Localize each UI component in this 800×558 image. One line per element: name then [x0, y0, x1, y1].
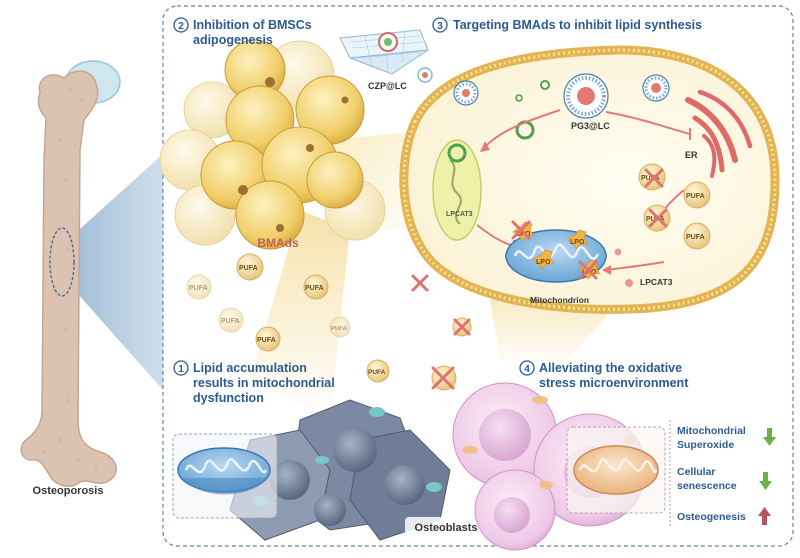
pufa-bubbles [186, 163, 711, 391]
heading-1-line1: Lipid accumulation [193, 361, 307, 375]
svg-text:PUFA: PUFA [239, 265, 258, 272]
pg3-lc-label: PG3@LC [571, 121, 610, 131]
small-dot [614, 248, 622, 256]
heading-4-line1: Alleviating the oxidative [539, 361, 682, 375]
svg-text:PUFA: PUFA [686, 193, 705, 200]
svg-text:PUFA: PUFA [368, 369, 386, 376]
svg-text:PUFA: PUFA [257, 337, 276, 344]
svg-text:LPO: LPO [536, 259, 551, 266]
osteoporosis-label: Osteoporosis [33, 485, 104, 497]
czp-lc-label: CZP@LC [368, 81, 407, 91]
osteoblasts-label-bg [405, 517, 487, 537]
svg-text:senescence: senescence [677, 480, 737, 492]
light-ray-down [250, 210, 350, 420]
svg-text:PUFA: PUFA [189, 285, 208, 292]
heading-4-number: 4 [524, 364, 530, 375]
heading-4: 4 Alleviating the oxidative stress micro… [519, 360, 689, 390]
adipocyte-cell [399, 45, 780, 314]
inhibition-x-marks [411, 168, 668, 390]
heading-2: 2 Inhibition of BMSCs adipogenesis [173, 17, 312, 47]
heading-1-line3: dysfunction [193, 391, 264, 405]
endoplasmic-reticulum [685, 89, 753, 178]
bmads-fat-cluster [159, 39, 386, 250]
svg-text:PUFA: PUFA [221, 318, 240, 325]
svg-text:Mitochondrial: Mitochondrial [677, 425, 746, 437]
svg-text:LPO: LPO [570, 239, 585, 246]
lpcat3-dot [625, 279, 633, 287]
svg-text:Cellular: Cellular [677, 466, 716, 478]
down-arrow-icon [759, 472, 772, 490]
heading-1-number: 1 [178, 364, 184, 375]
outcome-senescence: Cellular senescence [677, 466, 772, 492]
svg-text:PUFA: PUFA [641, 175, 660, 182]
svg-text:PUFA: PUFA [305, 285, 324, 292]
svg-text:Superoxide: Superoxide [677, 439, 734, 451]
healthy-mitochondrion [573, 445, 659, 495]
light-ray-cell [490, 300, 620, 370]
up-arrow-icon [758, 507, 771, 525]
svg-text:PUFA: PUFA [686, 234, 705, 241]
damaged-mitochondrion [177, 447, 271, 495]
membrane-nanoparticle [453, 74, 670, 106]
lpcat3-vesicle [432, 139, 482, 241]
svg-text:Osteogenesis: Osteogenesis [677, 511, 746, 523]
femur-bone-illustration [20, 60, 121, 488]
heading-1-line2: results in mitochondrial [193, 376, 335, 390]
czp-lc-net-illustration [339, 29, 429, 75]
heading-3-number: 3 [437, 21, 443, 32]
outcome-osteogenesis: Osteogenesis [677, 507, 771, 525]
lpcat3-right-label: LPCAT3 [640, 277, 673, 287]
outcome-mito-superoxide: Mitochondrial Superoxide [677, 425, 776, 451]
bmads-label: BMAds [257, 236, 299, 250]
lpcat3-vesicle-label: LPCAT3 [446, 211, 473, 218]
heading-3: 3 Targeting BMAds to inhibit lipid synth… [432, 17, 702, 33]
heading-2-line2: adipogenesis [193, 33, 273, 47]
osteoblasts-label: Osteoblasts [415, 522, 478, 534]
heading-2-line1: Inhibition of BMSCs [193, 18, 312, 32]
heading-2-number: 2 [178, 21, 184, 32]
er-label: ER [685, 150, 698, 160]
pg3-lc-particle [563, 73, 609, 119]
down-arrow-icon [763, 428, 776, 446]
heading-3-line1: Targeting BMAds to inhibit lipid synthes… [453, 18, 702, 32]
svg-text:PUFA: PUFA [331, 326, 348, 332]
mitochondrion-label: Mitochondrion [530, 295, 589, 305]
heading-1: 1 Lipid accumulation results in mitochon… [173, 360, 335, 405]
heading-4-line2: stress microenvironment [539, 376, 689, 390]
